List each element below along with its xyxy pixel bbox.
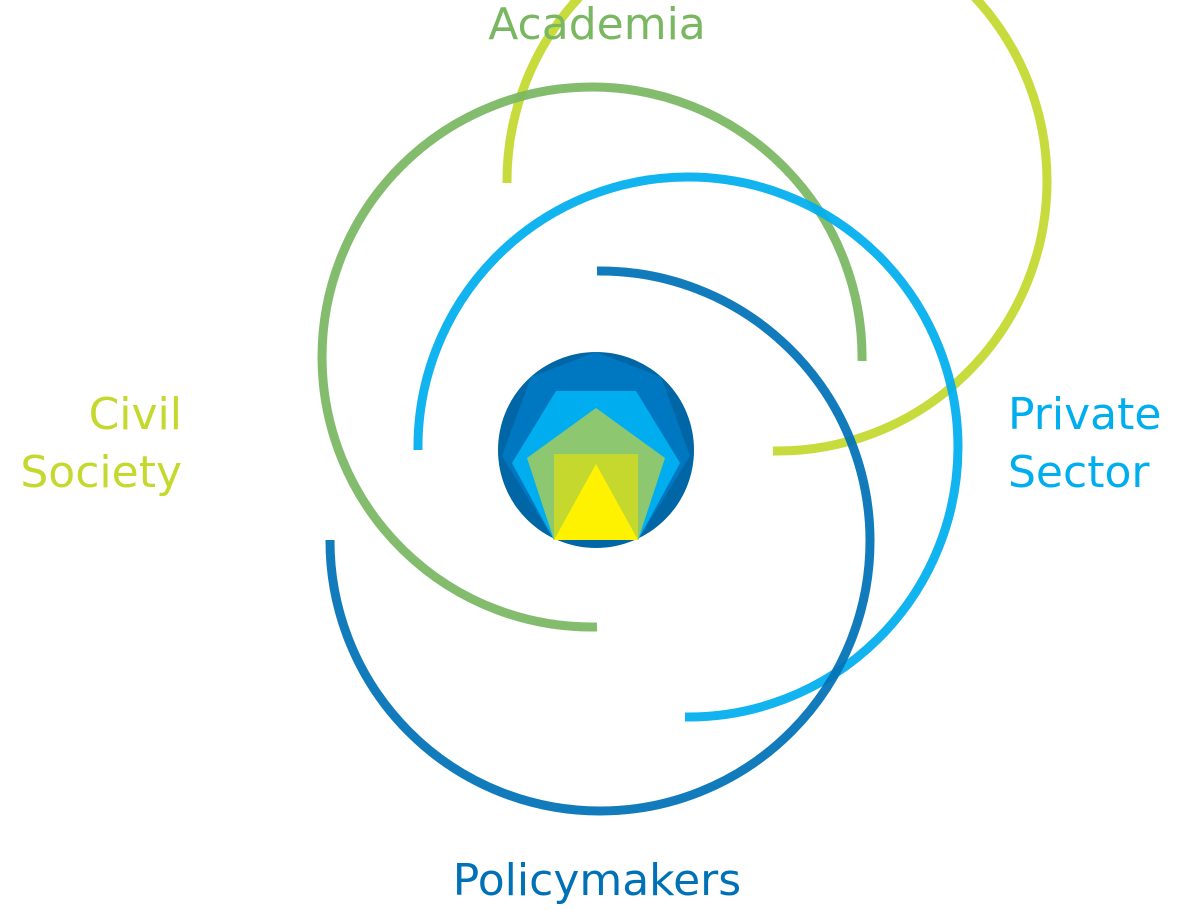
label-policymakers: Policymakers [0, 852, 1182, 910]
label-private-sector-line-1: Private [1008, 389, 1162, 440]
center-emblem [498, 352, 694, 548]
label-private-sector-line-2: Sector [1008, 447, 1150, 498]
label-academia: Academia [0, 0, 1182, 54]
label-academia-line-1: Academia [488, 0, 706, 50]
label-policymakers-line-1: Policymakers [452, 855, 742, 906]
orbit-academia [317, 82, 867, 632]
orbit-civil-society [502, 0, 1052, 456]
label-civil-society: Civil Society [20, 386, 182, 502]
label-civil-society-line-2: Society [20, 447, 182, 498]
label-private-sector: Private Sector [1008, 386, 1161, 502]
orbit-policymakers [325, 266, 875, 816]
orbit-private-sector [413, 172, 963, 722]
emblem-triangle [554, 464, 638, 540]
label-civil-society-line-1: Civil [88, 389, 182, 440]
